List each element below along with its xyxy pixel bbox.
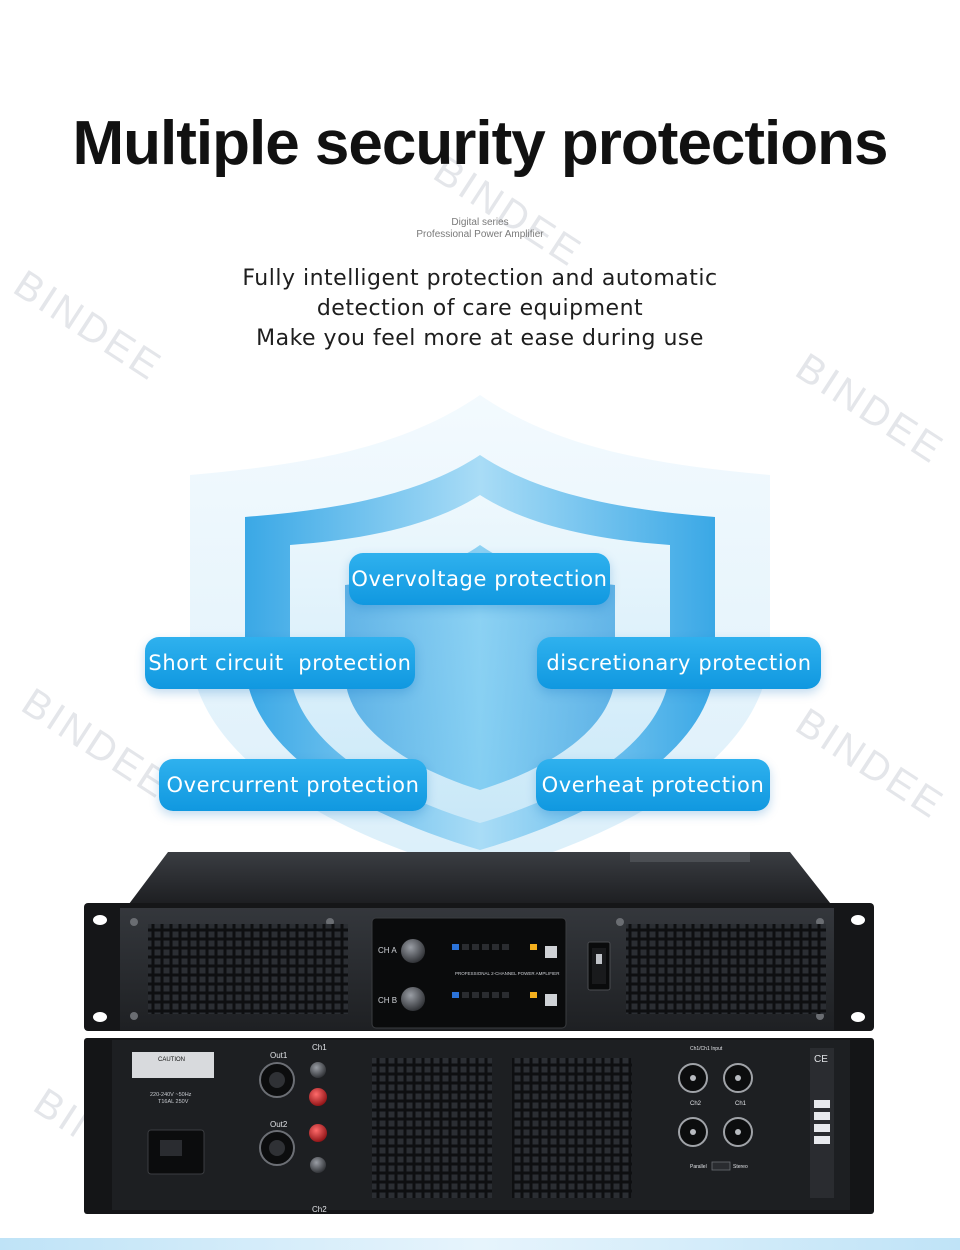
- svg-text:Ch1/Ch1 Input: Ch1/Ch1 Input: [690, 1046, 723, 1052]
- svg-text:Stereo: Stereo: [733, 1164, 748, 1170]
- svg-text:Ch1: Ch1: [735, 1101, 747, 1107]
- discretionary-protection-badge: discretionary protection: [537, 637, 821, 689]
- svg-text:220-240V ~50Hz: 220-240V ~50Hz: [150, 1092, 192, 1098]
- description-line-2: detection of care equipment: [316, 296, 644, 321]
- short-circuit-protection-badge: Short circuit protection: [145, 637, 415, 689]
- overcurrent-protection-badge: Overcurrent protection: [159, 759, 427, 811]
- overheat-protection-badge: Overheat protection: [536, 759, 770, 811]
- svg-text:PROFESSIONAL 2-CHANNEL POWER A: PROFESSIONAL 2-CHANNEL POWER AMPLIFIER: [455, 971, 560, 976]
- watermark: BINDEE: [788, 700, 953, 828]
- tagline-product: Professional Power Amplifier: [416, 229, 544, 240]
- svg-text:CH B: CH B: [378, 996, 397, 1005]
- description-line-3: Make you feel more at ease during use: [256, 326, 704, 351]
- svg-text:Ch1: Ch1: [312, 1043, 327, 1052]
- svg-text:Parallel: Parallel: [690, 1164, 707, 1170]
- bottom-strip: [0, 1238, 960, 1250]
- svg-text:T16AL 250V: T16AL 250V: [158, 1099, 189, 1105]
- svg-text:Ch2: Ch2: [312, 1205, 327, 1214]
- watermark: BINDEE: [788, 345, 953, 473]
- svg-text:CE: CE: [814, 1054, 828, 1065]
- svg-text:Ch2: Ch2: [690, 1101, 702, 1107]
- page-title: Multiple security protections: [72, 109, 888, 178]
- svg-text:Out2: Out2: [270, 1120, 288, 1129]
- svg-text:Out1: Out1: [270, 1051, 288, 1060]
- overvoltage-protection-badge: Overvoltage protection: [349, 553, 610, 605]
- power-amplifier-image: CH A CH B PROFESSIONAL 2-CHANNEL POWER A…: [84, 852, 874, 1214]
- tagline-series: Digital series: [451, 217, 509, 228]
- svg-text:CAUTION: CAUTION: [158, 1057, 185, 1063]
- svg-text:CH A: CH A: [378, 946, 397, 955]
- description-line-1: Fully intelligent protection and automat…: [242, 266, 718, 291]
